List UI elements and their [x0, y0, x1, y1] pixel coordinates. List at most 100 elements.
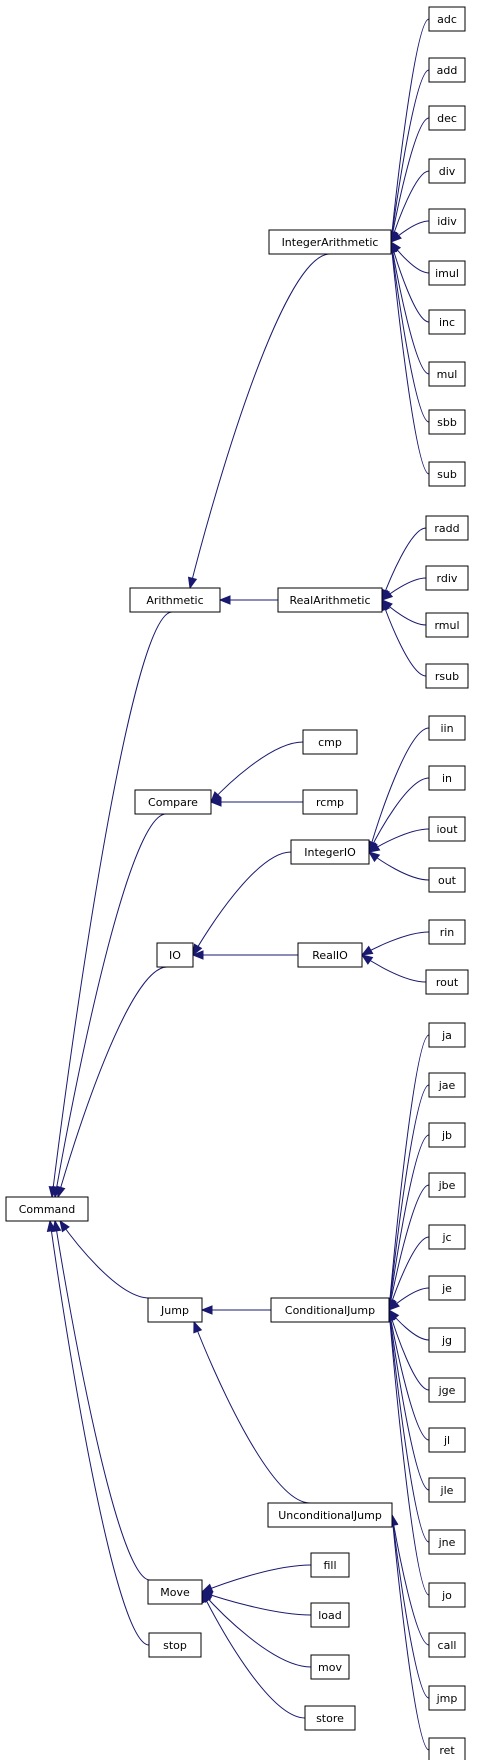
node-div[interactable]: div [428, 158, 466, 184]
node-command[interactable]: Command [5, 1196, 89, 1222]
edge-jmp-to-unconditionaljump [388, 1513, 430, 1699]
node-label: sub [437, 468, 457, 481]
node-label: rdiv [437, 572, 458, 585]
node-label: IntegerIO [304, 846, 356, 859]
node-label: jge [438, 1384, 456, 1397]
edge-rout-to-realio [360, 954, 427, 983]
node-arithmetic[interactable]: Arithmetic [129, 587, 221, 613]
node-box [428, 1377, 466, 1403]
node-jump[interactable]: Jump [147, 1297, 203, 1323]
node-radd[interactable]: radd [425, 515, 469, 541]
node-jge[interactable]: jge [428, 1377, 466, 1403]
edge-rin-to-realio [360, 931, 430, 956]
edge-iout-to-integerio [367, 828, 430, 853]
node-in[interactable]: in [428, 765, 466, 791]
node-fill[interactable]: fill [310, 1552, 350, 1578]
node-jc[interactable]: jc [428, 1224, 466, 1250]
node-cmp[interactable]: cmp [302, 729, 358, 755]
node-rout[interactable]: rout [425, 969, 469, 995]
node-call[interactable]: call [428, 1632, 466, 1658]
edge-add-to-integerarithmetic [387, 69, 430, 244]
node-jbe[interactable]: jbe [428, 1172, 466, 1198]
node-jg[interactable]: jg [428, 1327, 466, 1353]
node-unconditionaljump[interactable]: UnconditionalJump [267, 1502, 393, 1528]
node-box [270, 1297, 390, 1323]
node-realio[interactable]: RealIO [297, 942, 363, 968]
node-adc[interactable]: adc [428, 6, 466, 32]
node-je[interactable]: je [428, 1275, 466, 1301]
node-stop[interactable]: stop [148, 1632, 202, 1658]
node-ja[interactable]: ja [428, 1022, 466, 1048]
node-box [428, 1477, 466, 1503]
node-label: iout [436, 823, 458, 836]
edge-jle-to-conditionaljump [385, 1308, 430, 1491]
node-box [129, 587, 221, 613]
node-label: jb [441, 1129, 452, 1142]
node-mov[interactable]: mov [310, 1654, 350, 1680]
node-box [428, 57, 466, 83]
node-label: imul [435, 267, 459, 280]
node-rmul[interactable]: rmul [425, 612, 469, 638]
node-mul[interactable]: mul [428, 361, 466, 387]
node-box [425, 612, 469, 638]
node-sbb[interactable]: sbb [428, 409, 466, 435]
node-box [302, 729, 358, 755]
node-out[interactable]: out [428, 867, 466, 893]
node-inc[interactable]: inc [428, 309, 466, 335]
node-box [297, 942, 363, 968]
node-ret[interactable]: ret [428, 1737, 466, 1760]
node-dec[interactable]: dec [428, 105, 466, 131]
node-jl[interactable]: jl [428, 1427, 466, 1453]
node-label: cmp [318, 736, 342, 749]
node-iout[interactable]: iout [428, 816, 466, 842]
node-box [310, 1602, 350, 1628]
edge-jbe-to-conditionaljump [386, 1184, 430, 1312]
node-load[interactable]: load [310, 1602, 350, 1628]
node-integerio[interactable]: IntegerIO [290, 839, 370, 865]
edge-je-to-conditionaljump [388, 1287, 430, 1311]
node-imul[interactable]: imul [428, 260, 466, 286]
node-conditionaljump[interactable]: ConditionalJump [270, 1297, 390, 1323]
node-label: store [316, 1712, 344, 1725]
node-jle[interactable]: jle [428, 1477, 466, 1503]
node-box [304, 1705, 356, 1731]
node-integerarithmetic[interactable]: IntegerArithmetic [268, 229, 392, 255]
node-box [147, 1297, 203, 1323]
node-compare[interactable]: Compare [134, 789, 212, 815]
node-jne[interactable]: jne [428, 1529, 466, 1555]
node-box [425, 663, 469, 689]
edge-rmul-to-realarithmetic [381, 599, 427, 626]
node-label: rout [436, 976, 459, 989]
node-box [428, 1529, 466, 1555]
node-realarithmetic[interactable]: RealArithmetic [277, 587, 383, 613]
node-jb[interactable]: jb [428, 1122, 466, 1148]
node-jo[interactable]: jo [428, 1582, 466, 1608]
node-rcmp[interactable]: rcmp [302, 789, 358, 815]
node-idiv[interactable]: idiv [428, 208, 466, 234]
node-io[interactable]: IO [156, 942, 194, 968]
edge-sbb-to-integerarithmetic [387, 240, 430, 423]
node-sub[interactable]: sub [428, 461, 466, 487]
node-box [428, 1685, 466, 1711]
node-rsub[interactable]: rsub [425, 663, 469, 689]
node-jmp[interactable]: jmp [428, 1685, 466, 1711]
node-box [428, 1327, 466, 1353]
node-add[interactable]: add [428, 57, 466, 83]
node-label: idiv [437, 215, 457, 228]
edge-jb-to-conditionaljump [385, 1134, 430, 1312]
node-iin[interactable]: iin [428, 715, 466, 741]
node-label: jae [438, 1079, 456, 1092]
node-store[interactable]: store [304, 1705, 356, 1731]
edge-realio-to-io [191, 950, 298, 960]
node-rdiv[interactable]: rdiv [425, 565, 469, 591]
edge-load-to-move [200, 1591, 312, 1616]
node-label: load [318, 1609, 342, 1622]
edge-rcmp-to-compare [209, 797, 303, 807]
node-jae[interactable]: jae [428, 1072, 466, 1098]
node-move[interactable]: Move [147, 1579, 203, 1605]
node-label: Jump [160, 1304, 189, 1317]
edge-iin-to-integerio [367, 727, 430, 854]
node-label: rmul [434, 619, 459, 632]
node-label: out [438, 874, 457, 887]
node-rin[interactable]: rin [428, 919, 466, 945]
